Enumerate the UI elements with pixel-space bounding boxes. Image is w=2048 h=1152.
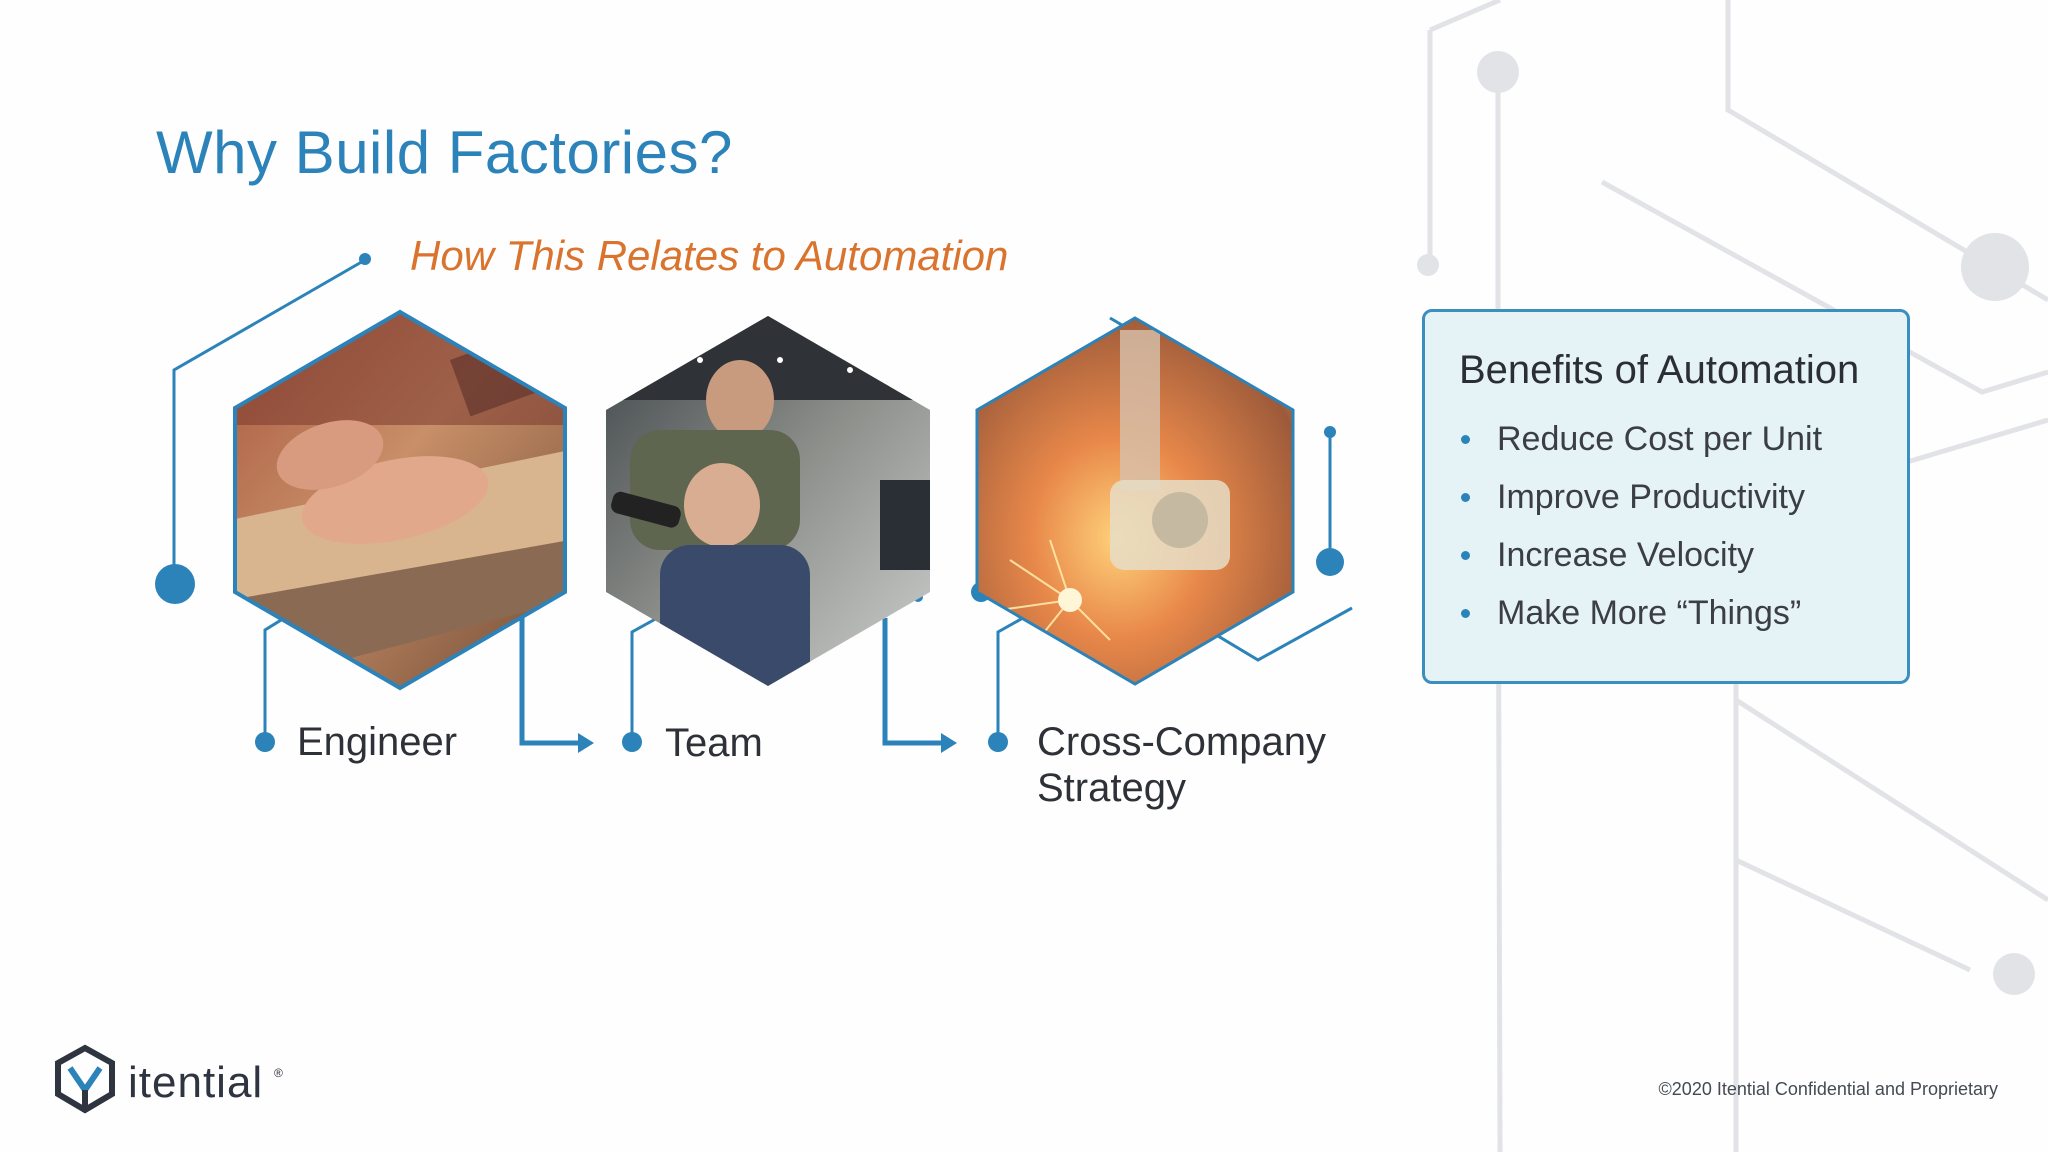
slide-subtitle: How This Relates to Automation — [410, 232, 1009, 279]
company-logo: itential ® — [52, 1044, 312, 1116]
slide-title: Why Build Factories? — [156, 119, 733, 186]
engineer-hexagon-frame — [233, 309, 567, 691]
logo-registered-mark: ® — [274, 1066, 283, 1080]
logo-icon — [55, 1044, 115, 1114]
arrow-head-1 — [578, 733, 594, 753]
engineer-hexagon-image — [235, 312, 565, 688]
stage-label-strategy: Cross-Company Strategy — [1037, 719, 1326, 811]
strategy-hexagon-image — [977, 318, 1293, 684]
stage-label-team: Team — [665, 721, 763, 765]
benefit-item: Make More “Things” — [1459, 584, 1822, 642]
stage-label-strategy-line1: Cross-Company — [1037, 720, 1326, 764]
stage-label-engineer: Engineer — [297, 720, 458, 764]
strategy-hexagon-frame — [975, 316, 1295, 686]
benefits-heading: Benefits of Automation — [1459, 348, 1860, 392]
team-hexagon-image — [606, 316, 930, 686]
arrow-team-to-strategy — [882, 618, 943, 746]
footer-copyright: ©2020 Itential Confidential and Propriet… — [1658, 1079, 1998, 1099]
background-circuit-nodes — [1417, 51, 2035, 995]
benefits-card: Benefits of Automation Reduce Cost per U… — [1422, 309, 1910, 684]
arrow-head-2 — [941, 733, 957, 753]
benefit-item: Increase Velocity — [1459, 526, 1822, 584]
benefits-list: Reduce Cost per Unit Improve Productivit… — [1459, 410, 1822, 642]
stage-label-strategy-line2: Strategy — [1037, 766, 1186, 810]
arrow-engineer-to-team — [519, 618, 580, 746]
benefit-item: Improve Productivity — [1459, 468, 1822, 526]
benefit-item: Reduce Cost per Unit — [1459, 410, 1822, 468]
logo-wordmark: itential — [128, 1058, 264, 1107]
